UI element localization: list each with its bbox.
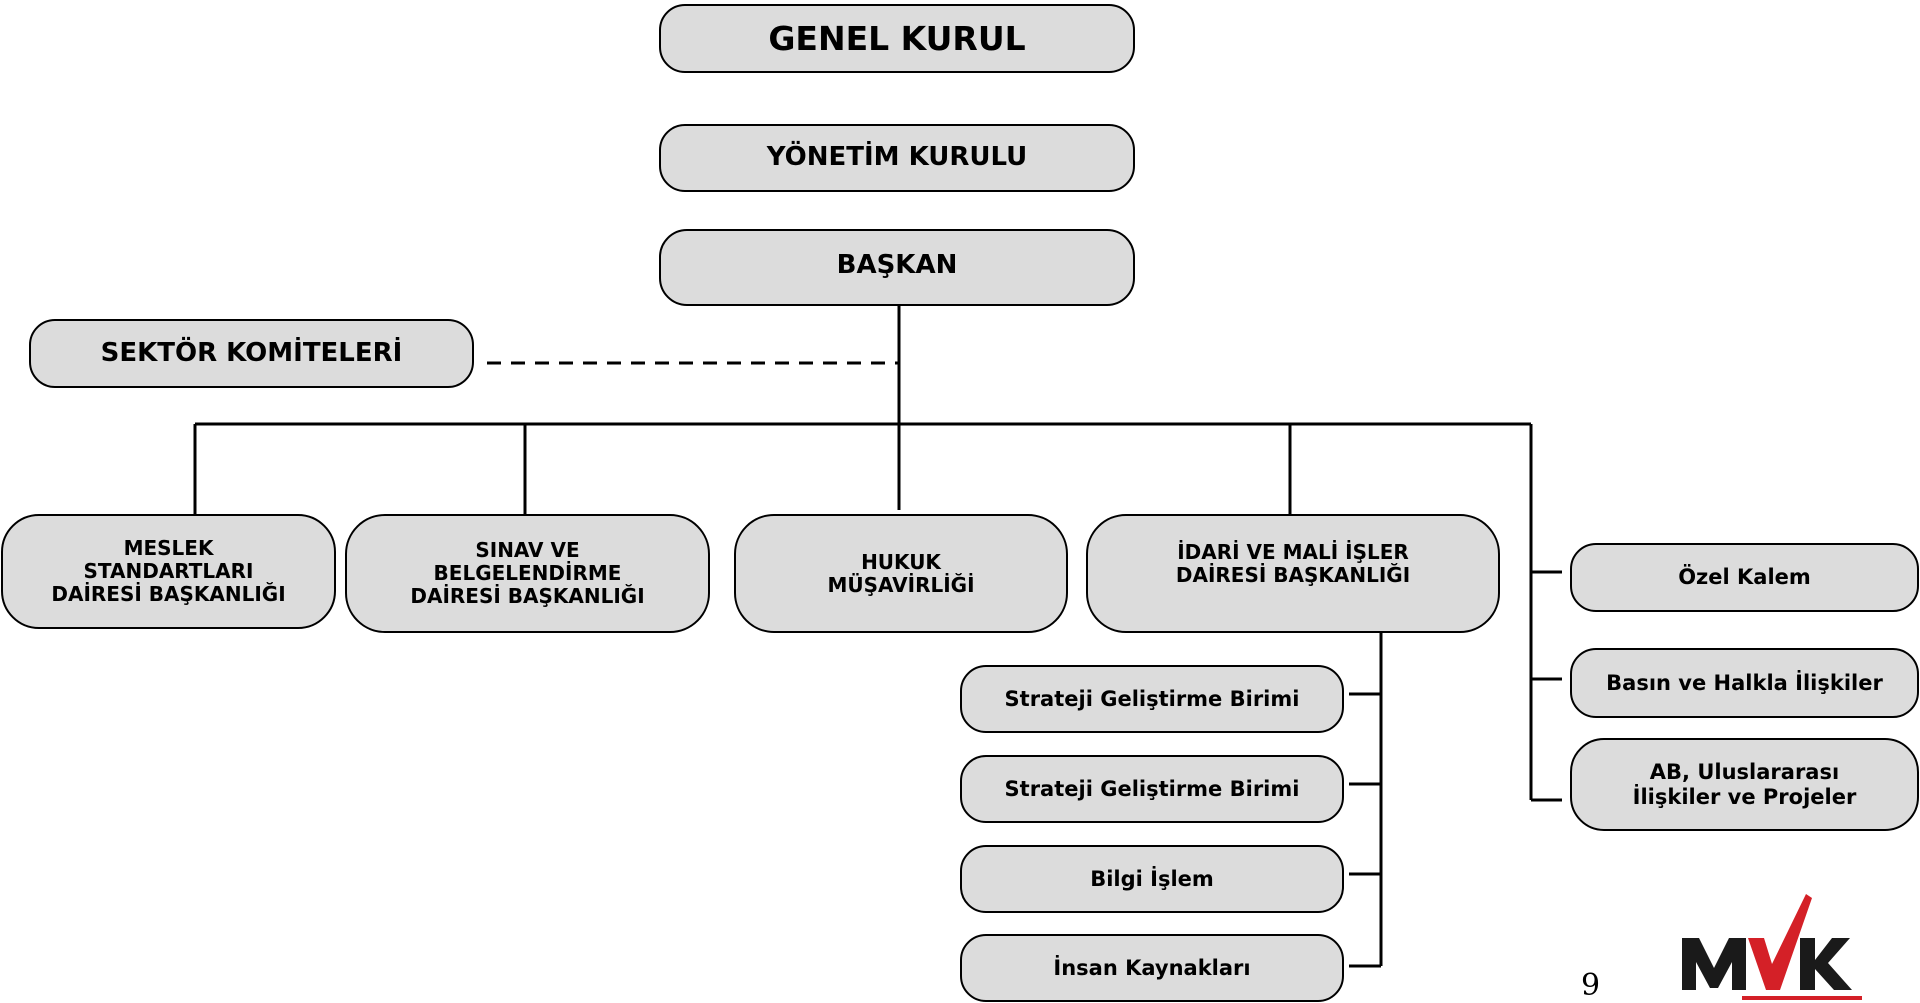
box-strateji-gelistirme-2: Strateji Geliştirme Birimi <box>960 755 1344 823</box>
box-idari-mali-isler: İDARİ VE MALİ İŞLER DAİRESİ BAŞKANLIĞI <box>1086 514 1500 633</box>
logo-letter-k <box>1800 938 1852 990</box>
box-hukuk-musavirligi: HUKUK MÜŞAVİRLİĞİ <box>734 514 1068 633</box>
box-baskan: BAŞKAN <box>659 229 1135 306</box>
box-sinav-belgelendirme: SINAV VE BELGELENDİRME DAİRESİ BAŞKANLIĞ… <box>345 514 710 633</box>
box-yonetim-kurulu: YÖNETİM KURULU <box>659 124 1135 192</box>
logo-letter-m <box>1682 938 1746 990</box>
box-ab-uluslararasi: AB, Uluslararası İlişkiler ve Projeler <box>1570 738 1919 831</box>
myk-logo <box>1682 894 1862 1000</box>
box-bilgi-islem: Bilgi İşlem <box>960 845 1344 913</box>
box-ozel-kalem: Özel Kalem <box>1570 543 1919 612</box>
box-strateji-gelistirme-1: Strateji Geliştirme Birimi <box>960 665 1344 733</box>
logo-underline <box>1742 996 1862 1000</box>
page-number: 9 <box>1581 968 1601 1003</box>
logo-check-mark <box>1748 894 1812 990</box>
box-meslek-standartlari: MESLEK STANDARTLARI DAİRESİ BAŞKANLIĞI <box>1 514 336 629</box>
box-basin-halkla-iliskiler: Basın ve Halkla İlişkiler <box>1570 648 1919 718</box>
box-sektor-komiteleri: SEKTÖR KOMİTELERİ <box>29 319 474 388</box>
box-genel-kurul: GENEL KURUL <box>659 4 1135 73</box>
box-insan-kaynaklari: İnsan Kaynakları <box>960 934 1344 1002</box>
